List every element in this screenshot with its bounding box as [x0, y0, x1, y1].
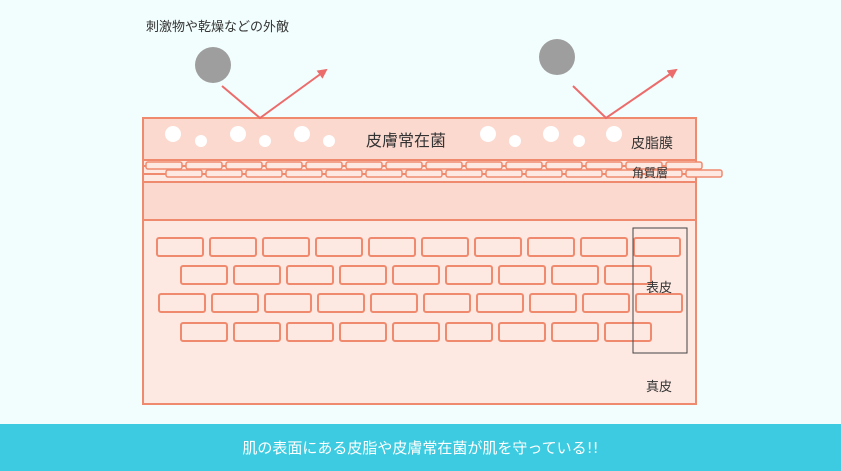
horny-cell — [365, 169, 403, 178]
epidermis-label: 表皮 — [646, 281, 673, 296]
horny-cell — [305, 161, 343, 170]
bacteria-dot — [230, 126, 246, 142]
caption-text: 肌の表面にある皮脂や皮膚常在菌が肌を守っている!! — [242, 439, 599, 457]
bacteria-dots — [165, 126, 622, 147]
bacteria-dot — [480, 126, 496, 142]
dermis-label: 真皮 — [646, 380, 673, 395]
bacteria-dot — [606, 126, 622, 142]
epidermis-cell — [233, 265, 281, 285]
bacteria-dot — [259, 135, 271, 147]
horny-cell — [605, 169, 643, 178]
bacteria-dot — [509, 135, 521, 147]
epidermis-cell — [262, 237, 310, 257]
bacteria-dot — [195, 135, 207, 147]
horny-cell — [345, 161, 383, 170]
horny-cell — [405, 169, 443, 178]
bacteria-dot — [294, 126, 310, 142]
horny-cell — [485, 169, 523, 178]
external-threats-label: 刺激物や乾燥などの外敵 — [146, 20, 290, 35]
epidermis-cell — [635, 293, 683, 313]
epidermis-cell — [180, 265, 228, 285]
bacteria-dot — [165, 126, 181, 142]
epidermis-cell — [476, 293, 524, 313]
horny-cell — [545, 161, 583, 170]
skin-bacteria-label: 皮膚常在菌 — [366, 131, 447, 150]
epidermis-cell — [370, 293, 418, 313]
horny-cell — [145, 161, 183, 170]
horny-cell — [625, 161, 663, 170]
epidermis-cell — [498, 265, 546, 285]
stratum-corneum-label: 角質層 — [632, 166, 669, 180]
granular-layer — [144, 183, 695, 219]
horny-cell — [205, 169, 243, 178]
horny-cell — [685, 169, 723, 178]
epidermis-cell — [421, 237, 469, 257]
horny-cell — [645, 169, 683, 178]
epidermis-cell — [423, 293, 471, 313]
epidermis-cell — [158, 293, 206, 313]
epidermis-cell — [264, 293, 312, 313]
epidermis-cell — [604, 322, 652, 342]
epidermis-cell — [233, 322, 281, 342]
epidermis-bracket — [632, 227, 688, 354]
epidermis-cell — [392, 265, 440, 285]
epidermis-cell — [211, 293, 259, 313]
epidermis-cell — [209, 237, 257, 257]
epidermis-cell — [286, 265, 334, 285]
horny-cell — [245, 169, 283, 178]
horny-cell — [425, 161, 463, 170]
epidermis-cell — [633, 237, 681, 257]
epidermis-cell — [392, 322, 440, 342]
horny-cell — [265, 161, 303, 170]
deflect-arrow-left — [221, 68, 328, 120]
horny-cell — [385, 161, 423, 170]
horny-cell — [225, 161, 263, 170]
epidermis-cell — [580, 237, 628, 257]
horny-cell — [505, 161, 543, 170]
horny-cell — [445, 169, 483, 178]
horny-cell — [665, 161, 703, 170]
epidermis-cell — [551, 265, 599, 285]
epidermis-cell — [286, 322, 334, 342]
deflect-arrow-right — [572, 68, 678, 120]
horny-cell — [585, 161, 623, 170]
epidermis-cell — [527, 237, 575, 257]
epidermis-cell — [317, 293, 365, 313]
epidermis-cell — [315, 237, 363, 257]
horny-cells — [145, 161, 723, 178]
epidermis-cell — [582, 293, 630, 313]
epidermis-cell — [156, 237, 204, 257]
epidermis-cell — [529, 293, 577, 313]
sebum-membrane-label: 皮脂膜 — [631, 136, 673, 152]
epidermis-cell — [445, 322, 493, 342]
horny-cell — [285, 169, 323, 178]
epidermis-cell — [551, 322, 599, 342]
horny-cell — [185, 161, 223, 170]
horny-cell — [325, 169, 363, 178]
bacteria-dot — [573, 135, 585, 147]
threat-ball-right — [539, 39, 575, 75]
epidermis-cell — [339, 265, 387, 285]
caption-bar: 肌の表面にある皮脂や皮膚常在菌が肌を守っている!! — [0, 424, 841, 471]
epidermis-cell — [339, 322, 387, 342]
horny-cell — [525, 169, 563, 178]
bacteria-dot — [323, 135, 335, 147]
epidermis-cells — [156, 237, 683, 342]
horny-cell — [565, 169, 603, 178]
bacteria-dot — [543, 126, 559, 142]
epidermis-cell — [445, 265, 493, 285]
epidermis-cell — [368, 237, 416, 257]
epidermis-cell — [498, 322, 546, 342]
horny-cell — [465, 161, 503, 170]
epidermis-cell — [474, 237, 522, 257]
horny-cell — [165, 169, 203, 178]
threat-ball-left — [195, 47, 231, 83]
epidermis-cell — [604, 265, 652, 285]
epidermis-cell — [180, 322, 228, 342]
